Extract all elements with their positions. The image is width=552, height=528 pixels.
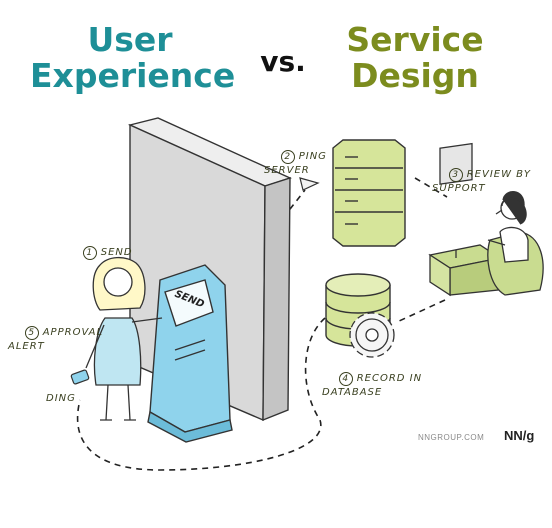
support-desk [428,142,502,297]
paper-plane-icon [299,177,320,191]
woman-user [85,256,163,421]
user-experience-title: User Experience [30,20,236,95]
support-agent [487,191,544,296]
step-1-text: SEND [100,247,133,258]
ding-sound-label: DING [46,393,76,404]
step-4-text: RECORD IN DATABASE [322,373,423,398]
step-3-number: 3 [448,168,463,182]
step-1-number: 1 [82,246,97,260]
nng-logo: NN/g [504,428,535,443]
user-experience-title-line1: User [87,20,173,59]
user-experience-title-line2: Experience [30,56,236,95]
kiosk [147,264,233,443]
gear-icon [349,312,395,358]
service-design-title-line1: Service [346,20,484,59]
server-icon [332,139,406,247]
service-design-title: Service Design [345,22,485,94]
step-2-number: 2 [280,150,295,164]
service-design-title-line2: Design [351,56,479,95]
headset-icon [501,197,523,207]
step-3-text: REVIEW BY SUPPORT [432,169,531,194]
versus-label: vs. [260,45,306,78]
credit-site: NNGROUP.COM [418,433,485,442]
phone-icon [70,369,90,385]
step-2-text: PING SERVER [264,151,327,176]
step-5-number: 5 [24,326,39,340]
step-5-text: APPROVAL ALERT [8,327,104,352]
step-4-number: 4 [338,372,353,386]
